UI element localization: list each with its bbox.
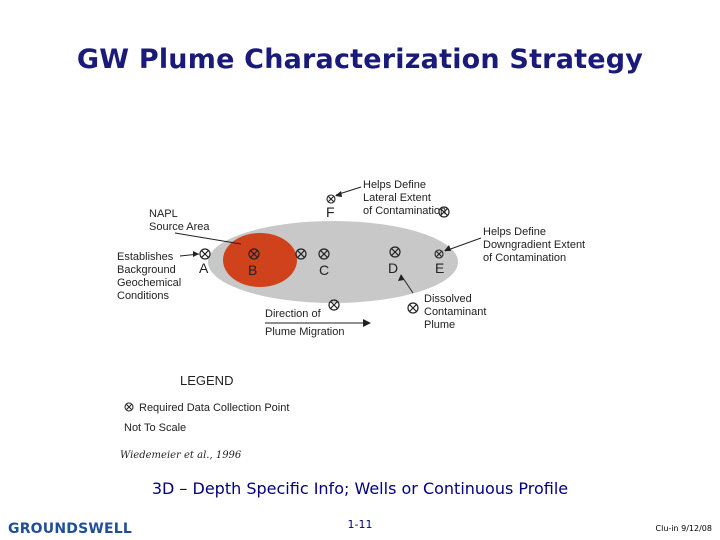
downgradient-label-line1: Helps Define [483, 226, 546, 238]
point-label-f: F [326, 204, 335, 220]
point-label-c: C [319, 262, 329, 278]
point-label-d: D [388, 260, 398, 276]
legend-item-label: Required Data Collection Point [139, 402, 289, 414]
napl-label-line2: Source Area [149, 221, 210, 233]
lateral-arrowhead [335, 191, 342, 197]
slide-title: GW Plume Characterization Strategy [76, 44, 644, 75]
background-label-line3: Geochemical [117, 277, 181, 289]
background-label-line4: Conditions [117, 290, 169, 302]
plume-label-line2: Contaminant [424, 306, 486, 318]
point-label-e: E [435, 260, 444, 276]
sample-point-a-icon [199, 248, 211, 260]
plume-diagram-svg: A B C D E F NAPL Source Area Establishes… [117, 179, 585, 434]
sample-point-c1-icon [295, 248, 307, 260]
plume-label-line1: Dissolved [424, 293, 472, 305]
downgradient-arrow [444, 237, 482, 252]
sample-point-c2-icon [318, 248, 330, 260]
background-label-line2: Background [117, 264, 176, 276]
plume-arrowhead [398, 274, 404, 281]
background-arrowhead [193, 251, 199, 257]
scale-note: Not To Scale [124, 422, 186, 434]
plume-label-line3: Plume [424, 319, 455, 331]
lateral-label-line3: of Contamination [363, 205, 446, 217]
direction-label-line2: Plume Migration [265, 326, 344, 338]
legend-title: LEGEND [180, 373, 233, 388]
napl-leader-line [174, 232, 242, 245]
footer-source: Clu-in 9/12/08 [655, 524, 712, 533]
downgradient-label-line3: of Contamination [483, 252, 566, 264]
point-label-a: A [199, 260, 209, 276]
sample-point-lateral-icon [438, 206, 450, 218]
sample-point-b-icon [248, 248, 260, 260]
sample-point-f-icon [326, 194, 336, 204]
point-label-b: B [248, 262, 257, 278]
plume-diagram: A B C D E F NAPL Source Area Establishes… [113, 143, 623, 440]
napl-label-line1: NAPL [149, 208, 178, 220]
legend-point-icon [124, 402, 134, 412]
downgradient-label-line2: Downgradient Extent [483, 239, 585, 251]
lateral-label-line1: Helps Define [363, 179, 426, 191]
direction-label-line1: Direction of [265, 308, 322, 320]
slide-subtitle: 3D – Depth Specific Info; Wells or Conti… [151, 479, 569, 498]
citation: Wiedemeier et al., 1996 [120, 450, 242, 461]
downgradient-arrowhead [444, 245, 451, 251]
sample-point-plume-icon [328, 299, 340, 311]
sample-point-d-icon [389, 246, 401, 258]
migration-arrowhead [363, 319, 371, 327]
lateral-label-line2: Lateral Extent [363, 192, 431, 204]
background-label-line1: Establishes [117, 251, 174, 263]
sample-point-e-icon [434, 249, 444, 259]
page-number: 1-11 [347, 518, 373, 531]
napl-source-area [223, 233, 297, 287]
groundswell-logo: GROUNDSWELL [8, 521, 133, 537]
sample-point-dissolved-icon [407, 302, 419, 314]
